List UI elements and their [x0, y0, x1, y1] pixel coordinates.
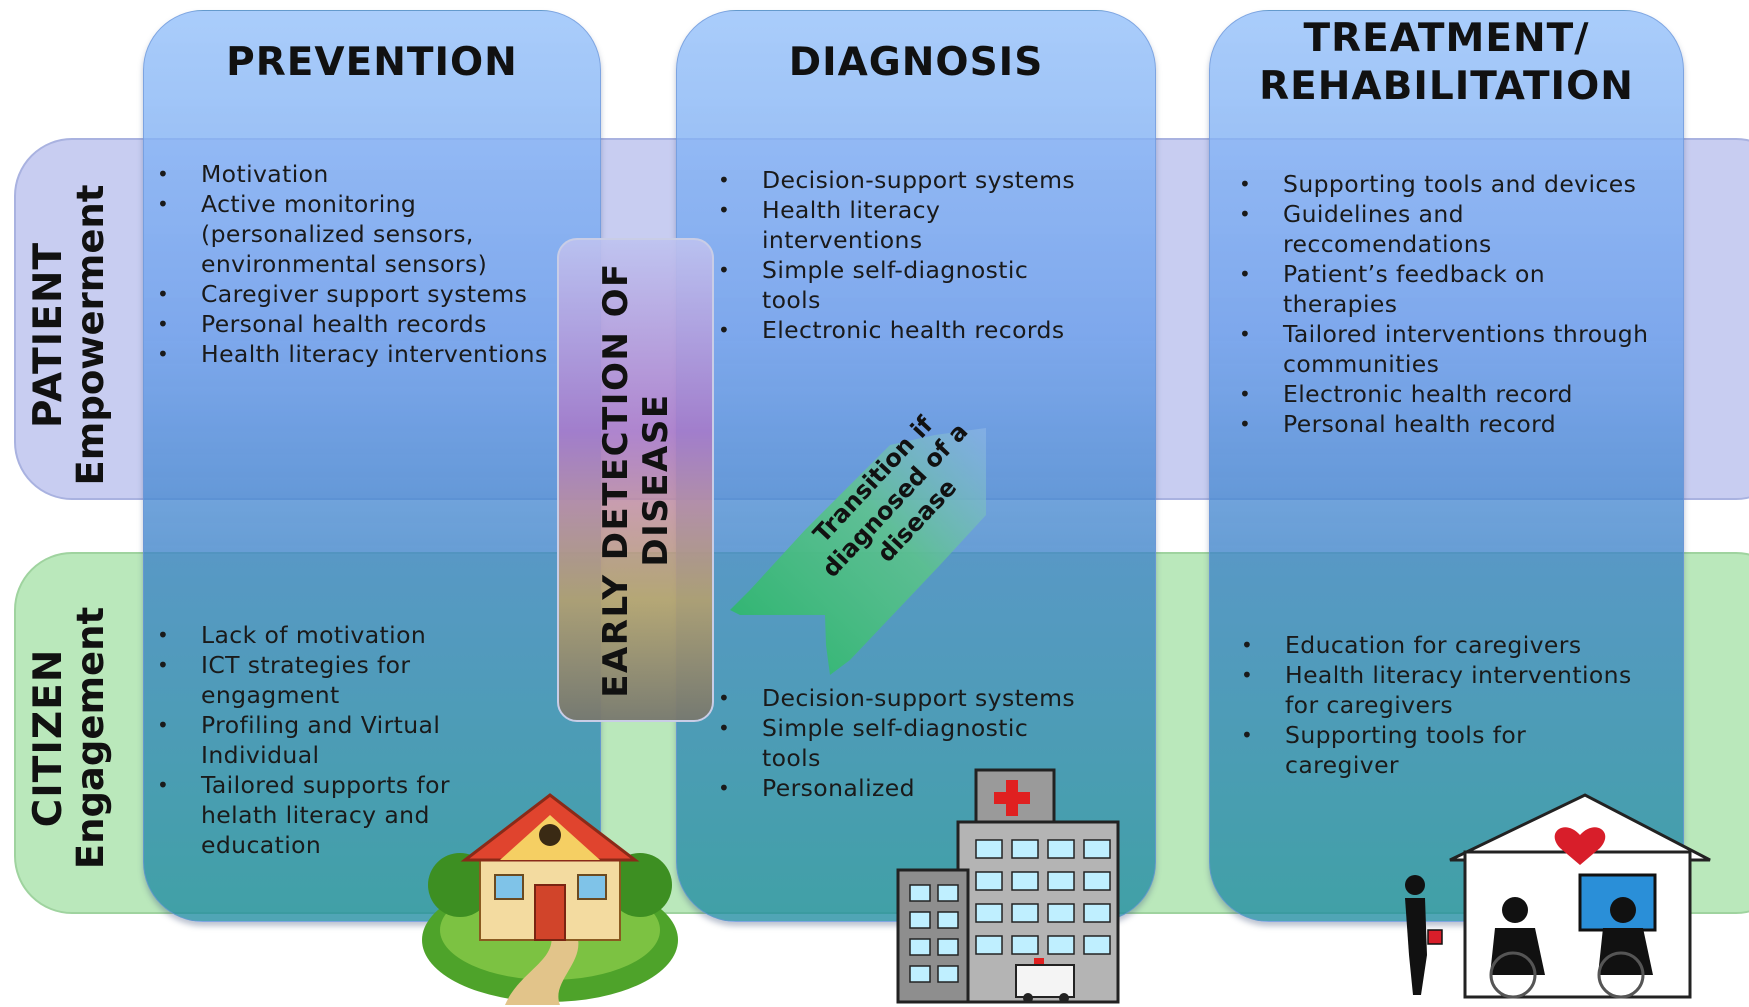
list-item: Personal health records	[157, 309, 557, 339]
hospital-illustration	[896, 768, 1120, 1004]
list-item: Tailored supports for helath literacy an…	[157, 770, 501, 860]
list-item: Decision-support systems	[718, 683, 1098, 713]
list-item: Patient’s feedback on therapies	[1239, 259, 1613, 319]
list-item: Personal health record	[1239, 409, 1669, 439]
engagement-label: Engagement	[69, 606, 112, 870]
citizen-label: CITIZEN	[26, 648, 71, 828]
list-item: Health literacy interventions	[157, 339, 557, 369]
treatment-title: TREATMENT/ REHABILITATION	[1259, 16, 1634, 109]
list-item: Tailored interventions through communiti…	[1239, 319, 1669, 379]
prevention-title: PREVENTION	[226, 40, 518, 85]
list-item: Caregiver support systems	[157, 279, 557, 309]
list-item: Decision-support systems	[718, 165, 1098, 195]
prevention-citizen-list: Lack of motivation ICT strategies for en…	[157, 620, 477, 860]
treatment-citizen-list: Education for caregivers Health literacy…	[1241, 630, 1651, 780]
list-item: Health literacy interventions for caregi…	[1241, 660, 1645, 720]
patient-label: PATIENT	[26, 241, 71, 429]
care-home-illustration	[1405, 793, 1711, 999]
treatment-column: TREATMENT/ REHABILITATION	[1209, 10, 1684, 922]
list-item: Electronic health record	[1239, 379, 1669, 409]
list-item: Education for caregivers	[1241, 630, 1651, 660]
transition-arrow	[730, 428, 986, 675]
list-item: Simple self-diagnostic tools	[718, 255, 1072, 315]
prevention-patient-list: Motivation Active monitoring (personaliz…	[157, 159, 557, 369]
diagnosis-title: DIAGNOSIS	[788, 40, 1044, 85]
list-item: ICT strategies for engagment	[157, 650, 461, 710]
list-item: Supporting tools and devices	[1239, 169, 1669, 199]
empowerment-label: Empowerment	[69, 184, 112, 486]
citizen-row-label: CITIZEN Engagement	[26, 573, 112, 903]
list-item: Active monitoring (personalized sensors,…	[157, 189, 557, 279]
list-item: Motivation	[157, 159, 557, 189]
diagnosis-citizen-list: Decision-support systems Simple self-dia…	[718, 683, 1098, 803]
list-item: Personalized	[718, 773, 1098, 803]
list-item: Electronic health records	[718, 315, 1098, 345]
patient-row-label: PATIENT Empowerment	[26, 170, 112, 500]
list-item: Guidelines and reccomendations	[1239, 199, 1553, 259]
list-item: Supporting tools for caregiver	[1241, 720, 1555, 780]
early-detection-label: EARLY DETECTION OF DISEASE	[595, 262, 676, 698]
list-item: Simple self-diagnostic tools	[718, 713, 1072, 773]
house-illustration	[422, 793, 678, 1005]
list-item: Profiling and Virtual Individual	[157, 710, 501, 770]
diagnosis-patient-list: Decision-support systems Health literacy…	[718, 165, 1098, 345]
early-detection-bar: EARLY DETECTION OF DISEASE	[557, 238, 714, 722]
treatment-patient-list: Supporting tools and devices Guidelines …	[1239, 169, 1669, 439]
list-item: Lack of motivation	[157, 620, 477, 650]
list-item: Health literacy interventions	[718, 195, 992, 255]
